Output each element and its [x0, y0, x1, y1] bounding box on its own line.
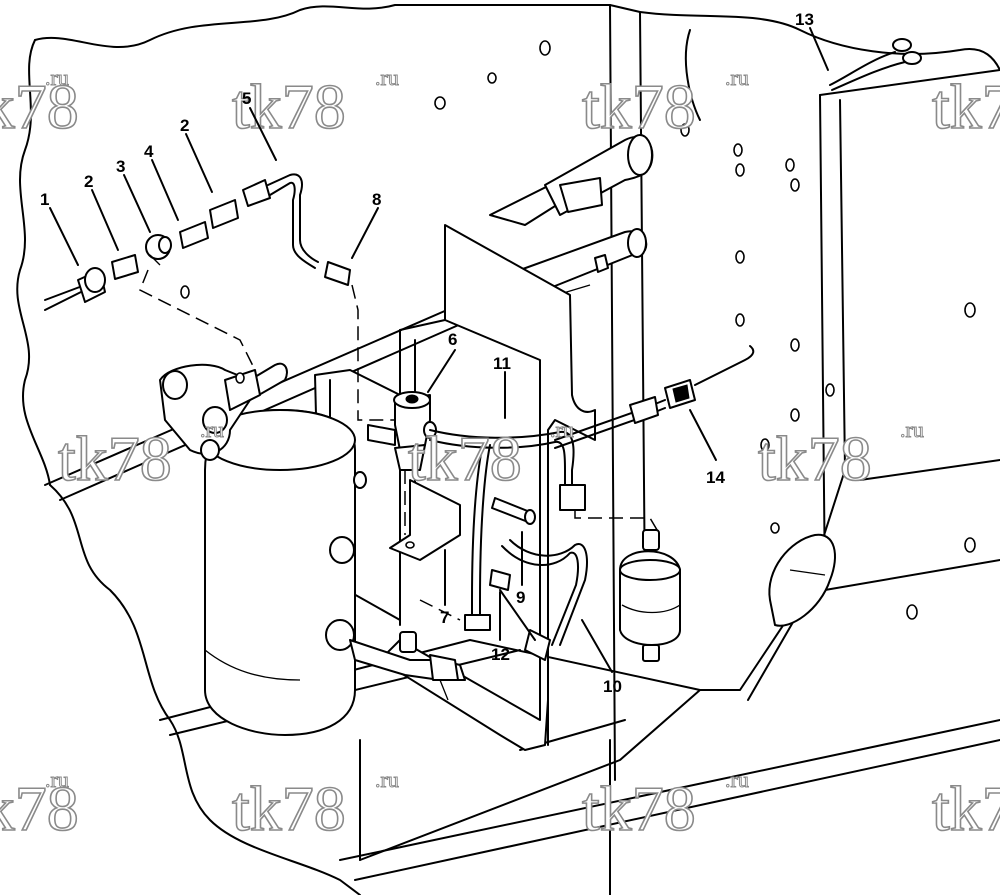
watermark-3: tk78 .ru	[581, 65, 749, 143]
svg-text:.ru: .ru	[725, 767, 749, 792]
callout-14: 14	[706, 468, 725, 487]
tank-outlet-hose	[349, 631, 466, 701]
svg-text:tk78: tk78	[582, 71, 696, 142]
watermark-11: tk78	[931, 772, 1000, 845]
callout-2b: 2	[180, 116, 189, 135]
callout-1: 1	[40, 190, 49, 209]
svg-text:.ru: .ru	[45, 767, 69, 792]
svg-text:tk78: tk78	[932, 71, 1000, 142]
watermark-5: tk78 .ru	[57, 417, 224, 495]
callout-6: 6	[448, 330, 457, 349]
tube-assembly-11	[429, 429, 586, 631]
svg-text:tk78: tk78	[582, 773, 696, 844]
watermark-1: tk78.ru	[0, 65, 80, 143]
callout-5: 5	[242, 89, 251, 108]
svg-text:.ru: .ru	[45, 65, 69, 90]
upper-tubes	[489, 134, 654, 301]
callout-3: 3	[116, 157, 125, 176]
callout-9: 9	[516, 588, 525, 607]
panel-holes	[180, 40, 976, 620]
svg-text:tk78: tk78	[232, 773, 346, 844]
receiver-tank	[204, 409, 367, 736]
watermark-10: tk78 .ru	[581, 767, 749, 845]
callout-11: 11	[493, 354, 511, 373]
watermark-2: tk78 .ru	[231, 65, 399, 143]
svg-text:tk78: tk78	[58, 423, 172, 494]
callout-2a: 2	[84, 172, 93, 191]
svg-text:tk78: tk78	[0, 773, 79, 844]
callout-4: 4	[144, 142, 154, 161]
svg-text:tk78: tk78	[932, 773, 1000, 844]
callout-12: 12	[491, 645, 510, 664]
watermark-8: tk78.ru	[0, 767, 80, 845]
solenoid-valve	[367, 391, 437, 471]
watermark-6: tk78 .ru	[407, 417, 574, 495]
svg-text:tk78: tk78	[0, 71, 79, 142]
exploded-fittings	[44, 173, 661, 621]
watermark-9: tk78 .ru	[231, 767, 399, 845]
svg-text:tk78: tk78	[408, 423, 522, 494]
svg-text:.ru: .ru	[900, 417, 924, 442]
svg-text:tk78: tk78	[232, 71, 346, 142]
svg-text:.ru: .ru	[375, 767, 399, 792]
callout-leaders	[49, 27, 829, 673]
svg-text:.ru: .ru	[550, 417, 574, 442]
sensor-probe	[491, 497, 536, 525]
tank-header	[159, 362, 288, 461]
svg-text:tk78: tk78	[758, 423, 872, 494]
watermarks: tk78.ru tk78.ru tk78.ru tk78 tk78.ru tk7…	[0, 65, 1000, 845]
mount-bracket	[389, 479, 461, 561]
callout-10: 10	[603, 677, 622, 696]
svg-text:.ru: .ru	[200, 417, 224, 442]
drier-canister	[619, 529, 681, 662]
callout-7: 7	[440, 608, 449, 627]
callout-8: 8	[372, 190, 381, 209]
svg-text:.ru: .ru	[375, 65, 399, 90]
svg-text:.ru: .ru	[725, 65, 749, 90]
callout-labels: 1 2 3 4 2 5 8 6 11 13 14 7 9 12 10	[40, 10, 814, 696]
wire-harness	[554, 345, 755, 449]
ground-wire	[829, 38, 922, 91]
watermark-4: tk78	[931, 70, 1000, 143]
watermark-7: tk78 .ru	[757, 417, 924, 495]
tube-10	[489, 539, 588, 661]
callout-13: 13	[795, 10, 814, 29]
